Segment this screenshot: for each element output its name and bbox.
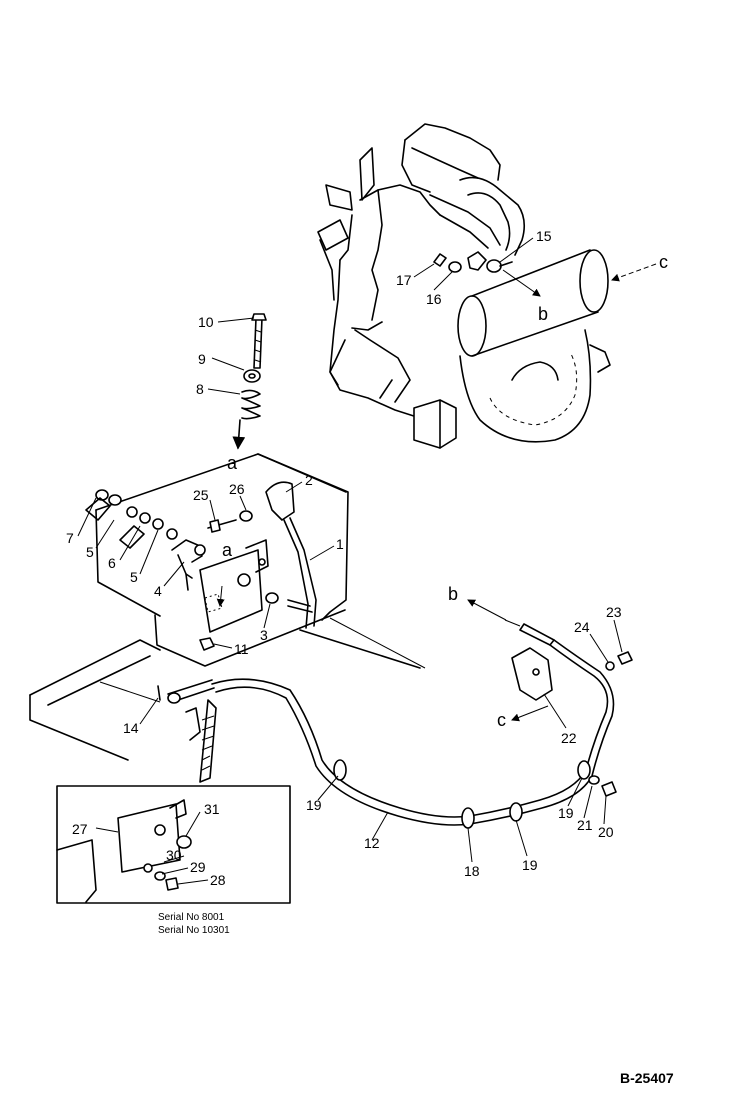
callout-27: 27	[72, 821, 88, 837]
callout-labels: 10 9 8 7 5 6 5 4 25 26 2 1 3 11 14 15 17…	[66, 228, 622, 888]
letter-b-engine: b	[538, 304, 548, 324]
callout-19b: 19	[522, 857, 538, 873]
callout-17: 17	[396, 272, 412, 288]
callout-8: 8	[196, 381, 204, 397]
control-box-assembly	[29, 453, 426, 783]
callout-23: 23	[606, 604, 622, 620]
callout-21: 21	[577, 817, 593, 833]
callout-22: 22	[561, 730, 577, 746]
callout-11: 11	[234, 641, 249, 657]
callout-14: 14	[123, 720, 139, 736]
throttle-cable	[211, 619, 633, 829]
callout-31: 31	[204, 801, 220, 817]
letter-c-bracket: c	[497, 710, 506, 730]
callout-5a: 5	[86, 544, 94, 560]
callout-28: 28	[210, 872, 226, 888]
callout-18: 18	[464, 863, 480, 879]
callout-5b: 5	[130, 569, 138, 585]
callout-6: 6	[108, 555, 116, 571]
callout-2: 2	[305, 472, 313, 488]
letter-c-engine: c	[659, 252, 668, 272]
spring-bolt-stack	[232, 313, 267, 450]
callout-19c: 19	[558, 805, 574, 821]
callout-30: 30	[166, 847, 182, 863]
callout-1: 1	[336, 536, 344, 552]
callout-20: 20	[598, 824, 614, 840]
callout-12: 12	[364, 835, 380, 851]
serial-variant-inset	[56, 785, 291, 904]
callout-15: 15	[536, 228, 552, 244]
callout-9: 9	[198, 351, 206, 367]
callout-24: 24	[574, 619, 590, 635]
direction-arrows	[216, 263, 657, 722]
letter-b-bracket: b	[448, 584, 458, 604]
document-id: B-25407	[620, 1070, 674, 1086]
callout-10: 10	[198, 314, 214, 330]
leader-lines	[77, 237, 623, 885]
callout-25: 25	[193, 487, 209, 503]
serial-note-1: Serial No 8001	[158, 912, 225, 923]
callout-19a: 19	[306, 797, 322, 813]
callout-4: 4	[154, 583, 162, 599]
callout-3: 3	[260, 627, 268, 643]
serial-note-2: Serial No 10301	[158, 925, 230, 936]
view-reference-letters: a a b c b c	[222, 252, 668, 730]
callout-29: 29	[190, 859, 206, 875]
letter-a-mid: a	[222, 540, 233, 560]
letter-a-top: a	[227, 453, 238, 473]
engine-assembly	[317, 123, 611, 449]
callout-7: 7	[66, 530, 74, 546]
callout-26: 26	[229, 481, 245, 497]
callout-16: 16	[426, 291, 442, 307]
